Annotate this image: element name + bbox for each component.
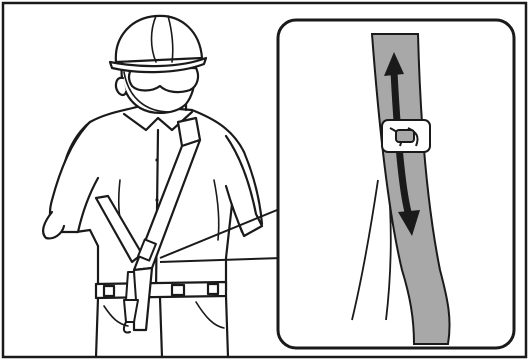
belt: [96, 282, 226, 298]
detail-buckle-icon: [382, 120, 430, 152]
detail-panel: [278, 20, 514, 348]
